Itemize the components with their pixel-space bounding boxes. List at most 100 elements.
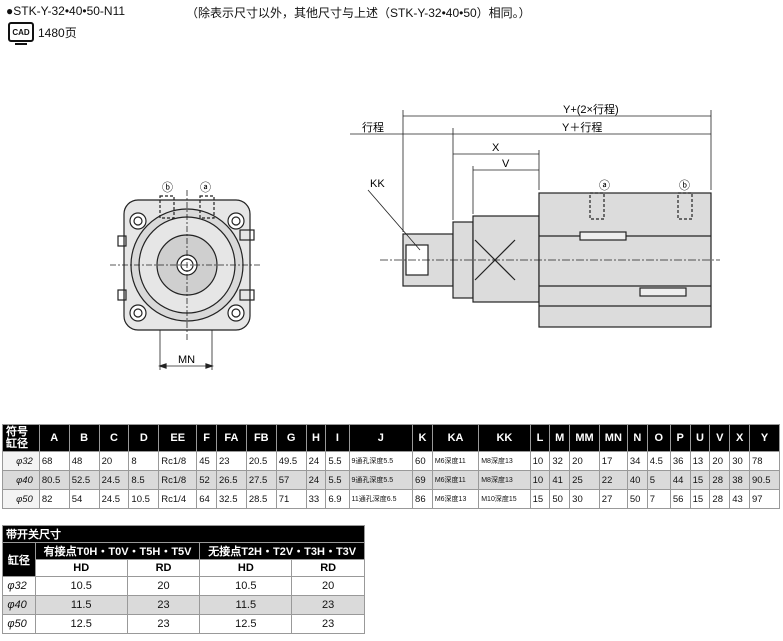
col-header: K bbox=[412, 424, 433, 452]
table-cell: 15 bbox=[529, 489, 551, 509]
cad-page-ref: 1480页 bbox=[38, 25, 77, 40]
switch-bore-header: 缸径 bbox=[2, 542, 36, 577]
port-a-label-side: ⓐ bbox=[599, 179, 610, 192]
col-header: KA bbox=[431, 424, 480, 452]
table-cell: 10.5 bbox=[128, 489, 160, 509]
dim-kk: KK bbox=[370, 178, 385, 190]
table-cell: 15 bbox=[689, 470, 711, 490]
sub-header: RD bbox=[126, 559, 201, 577]
table-cell: 25 bbox=[569, 470, 600, 490]
table-cell: 11.5 bbox=[199, 595, 293, 615]
table-cell: 20 bbox=[569, 451, 600, 471]
table-cell: 69 bbox=[412, 470, 433, 490]
table-cell: 36 bbox=[669, 451, 691, 471]
bore-size-cell: φ40 bbox=[2, 470, 40, 490]
table-cell: 41 bbox=[549, 470, 571, 490]
port-b-label-side: ⓑ bbox=[679, 179, 690, 192]
symbol-bore-header: 符号 缸径 bbox=[2, 424, 40, 452]
table-cell: 5.5 bbox=[325, 470, 350, 490]
table-cell: 52.5 bbox=[68, 470, 100, 490]
table-cell: 23 bbox=[215, 451, 247, 471]
bore-size-cell: φ32 bbox=[2, 451, 40, 471]
table-cell: 5 bbox=[646, 470, 671, 490]
table-cell: 56 bbox=[669, 489, 691, 509]
table-cell: 40 bbox=[626, 470, 648, 490]
model-title: ●STK-Y-32•40•50-N11 bbox=[6, 4, 126, 18]
table-cell: 20 bbox=[98, 451, 130, 471]
dim-y-stroke: Y＋行程 bbox=[562, 121, 602, 134]
table-cell: 4.5 bbox=[646, 451, 671, 471]
dim-stroke: 行程 bbox=[362, 121, 384, 134]
table-cell: 5.5 bbox=[325, 451, 350, 471]
col-header: MN bbox=[598, 424, 628, 452]
table-cell: 43 bbox=[729, 489, 751, 509]
col-header: EE bbox=[158, 424, 198, 452]
table-cell: 22 bbox=[598, 470, 628, 490]
table-cell: 97 bbox=[749, 489, 780, 509]
front-view bbox=[110, 190, 262, 370]
table-cell: 32 bbox=[549, 451, 571, 471]
port-b-label-front: ⓑ bbox=[162, 181, 173, 194]
table-cell: 45 bbox=[196, 451, 217, 471]
col-header: C bbox=[98, 424, 130, 452]
col-header: L bbox=[529, 424, 551, 452]
table-cell: 6.9 bbox=[325, 489, 350, 509]
col-header: FA bbox=[215, 424, 247, 452]
col-header: P bbox=[669, 424, 691, 452]
table-cell: 23 bbox=[126, 614, 201, 634]
cad-link[interactable]: CAD 1480页 bbox=[8, 22, 77, 45]
contactless-group-header: 无接点T2H・T2V・T3H・T3V bbox=[199, 542, 365, 560]
table-cell: 8.5 bbox=[128, 470, 160, 490]
table-cell: 24 bbox=[305, 451, 327, 471]
table-cell: 90.5 bbox=[749, 470, 780, 490]
col-header: B bbox=[68, 424, 100, 452]
sub-header: RD bbox=[291, 559, 365, 577]
table-cell: 10.5 bbox=[34, 576, 128, 596]
switch-group-row: 缸径 有接点T0H・T0V・T5H・T5V 无接点T2H・T2V・T3H・T3V bbox=[2, 542, 365, 577]
cad-icon: CAD bbox=[8, 22, 34, 45]
col-header: Y bbox=[749, 424, 780, 452]
header: ●STK-Y-32•40•50-N11 （除表示尺寸以外，其他尺寸与上述（STK… bbox=[6, 4, 531, 20]
table-cell: 15 bbox=[689, 489, 711, 509]
table-cell: 30 bbox=[729, 451, 751, 471]
table-cell: 24.5 bbox=[98, 470, 130, 490]
table-cell: 13 bbox=[689, 451, 711, 471]
table-cell: 28 bbox=[709, 489, 731, 509]
table-cell: 20 bbox=[126, 576, 201, 596]
table-cell: 24 bbox=[305, 470, 327, 490]
dimension-lines bbox=[350, 110, 712, 251]
table-cell: 38 bbox=[729, 470, 751, 490]
switch-table-title: 带开关尺寸 bbox=[2, 525, 365, 543]
table-cell: 20 bbox=[709, 451, 731, 471]
table-cell: M8深度13 bbox=[478, 470, 531, 490]
col-header: X bbox=[729, 424, 751, 452]
table-cell: 12.5 bbox=[199, 614, 293, 634]
table-cell: 23 bbox=[291, 595, 365, 615]
table-cell: 23 bbox=[126, 595, 201, 615]
table-cell: 11通孔深度6.5 bbox=[348, 489, 414, 509]
dim-v: V bbox=[502, 158, 510, 170]
col-header: J bbox=[348, 424, 414, 452]
table-cell: 24.5 bbox=[98, 489, 130, 509]
col-header: F bbox=[196, 424, 217, 452]
table-cell: 27.5 bbox=[245, 470, 277, 490]
col-header: G bbox=[275, 424, 307, 452]
table-cell: 27 bbox=[598, 489, 628, 509]
table-cell: 34 bbox=[626, 451, 648, 471]
table-cell: 82 bbox=[38, 489, 70, 509]
table-cell: 49.5 bbox=[275, 451, 307, 471]
table-cell: 33 bbox=[305, 489, 327, 509]
table-cell: 68 bbox=[38, 451, 70, 471]
bore-size-cell: φ50 bbox=[2, 489, 40, 509]
switch-dimension-table: 带开关尺寸 缸径 有接点T0H・T0V・T5H・T5V 无接点T2H・T2V・T… bbox=[2, 525, 365, 634]
bore-size-cell: φ40 bbox=[2, 595, 36, 615]
dimension-table: 符号 缸径 A B C D EE F FA FB G H I J K KA KK… bbox=[2, 424, 780, 509]
table-cell: 71 bbox=[275, 489, 307, 509]
header-note: （除表示尺寸以外，其他尺寸与上述（STK-Y-32•40•50）相同。） bbox=[186, 6, 531, 20]
table-cell: 48 bbox=[68, 451, 100, 471]
